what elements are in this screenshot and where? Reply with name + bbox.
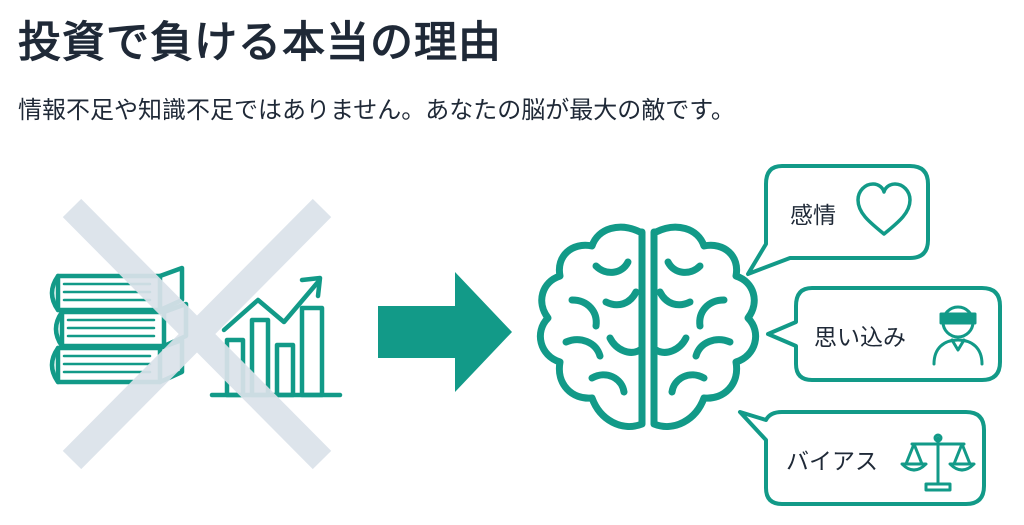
bubble-label-emotion: 感情 [790,203,836,229]
bubble-belief [766,286,1002,382]
blindfolded-person-icon [932,305,984,366]
cross-mark [62,198,332,470]
bar-chart-icon [209,275,343,398]
bubble-label-belief: 思い込み [814,325,906,351]
bubble-bias [738,410,986,506]
right-arrow-icon [378,272,512,392]
page-title: 投資で負ける本当の理由 [18,18,502,68]
heart-icon [856,182,912,236]
balance-scale-icon [900,433,976,492]
brain-icon [536,223,760,430]
page-subtitle: 情報不足や知識不足ではありません。あなたの脳が最大の敵です。 [18,96,735,124]
bubble-label-bias: バイアス [786,449,878,475]
